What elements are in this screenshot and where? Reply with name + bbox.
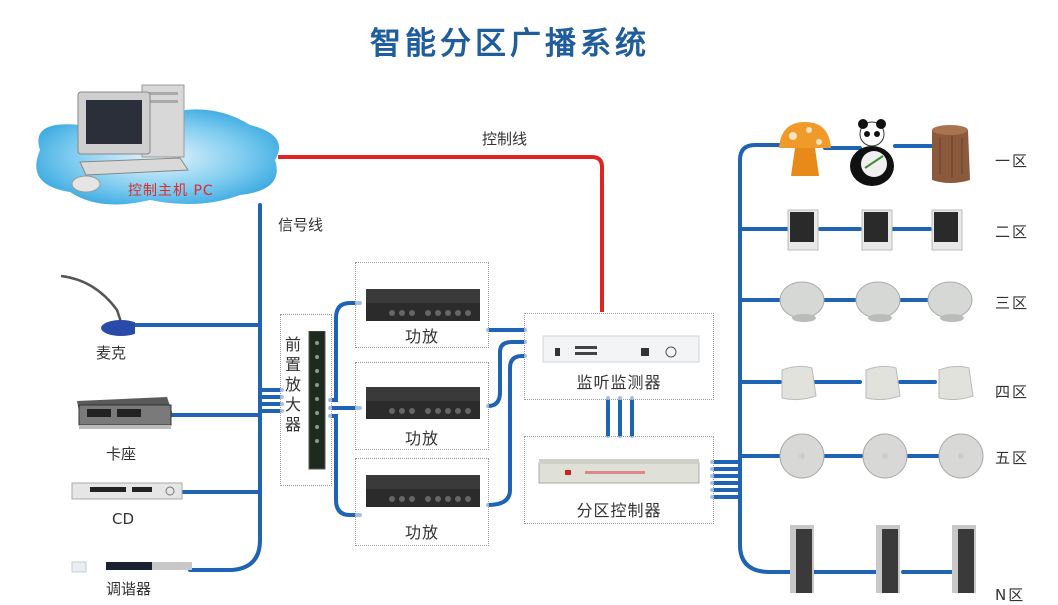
preamp-to-amp1-line (328, 301, 362, 402)
zone-trunk-line (738, 143, 792, 574)
panda-speaker-icon (850, 119, 894, 186)
microphone-icon (60, 274, 135, 336)
amp2-to-monitor-line (486, 340, 527, 408)
amplifier-icon (366, 475, 480, 507)
ceiling-speaker-icon (855, 281, 901, 322)
pc-cloud-group (36, 84, 280, 205)
horn-box-speaker-icon (938, 365, 974, 401)
source-label-mic: 麦克 (96, 344, 127, 362)
signal-line-label: 信号线 (278, 216, 324, 234)
column-speaker-icon (952, 525, 976, 593)
amplifier-label-1: 功放 (404, 327, 439, 346)
zone-label-3: 三区 (995, 294, 1030, 312)
amplifier-label-2: 功放 (404, 429, 439, 448)
zone-label-n: N区 (995, 586, 1026, 604)
pc-label: 控制主机 PC (128, 183, 214, 199)
preamp-box: 前置放大器 (280, 314, 332, 486)
round-ceiling-speaker-icon (938, 433, 984, 479)
monitor-device-icon (542, 335, 700, 363)
computer-icon (71, 84, 189, 193)
zone-controller-label: 分区控制器 (576, 501, 662, 520)
amplifier-box-1: 功放 (355, 262, 489, 348)
amplifier-label-3: 功放 (404, 523, 439, 542)
amplifier-box-2: 功放 (355, 362, 489, 450)
tree-stump-speaker-icon (932, 125, 970, 183)
preamp-device-icon (308, 331, 326, 470)
zone-label-5: 五区 (995, 449, 1030, 467)
amplifier-box-3: 功放 (355, 458, 489, 546)
wall-speaker-icon (787, 209, 819, 251)
column-speaker-icon (876, 525, 900, 593)
zone-label-1: 一区 (995, 152, 1030, 170)
source-label-tuner: 调谐器 (106, 580, 152, 598)
zone-controller-device-icon (538, 459, 700, 484)
monitor-box: 监听监测器 (524, 313, 714, 400)
mushroom-speaker-icon (779, 122, 831, 176)
wall-speaker-icon (931, 209, 963, 251)
signal-trunk-line (188, 203, 262, 572)
ceiling-speaker-icon (927, 281, 973, 322)
preamp-to-amp3-line (328, 414, 362, 517)
horn-box-speaker-icon (781, 365, 817, 401)
amplifier-icon (366, 387, 480, 419)
amp3-to-monitor-line (486, 354, 527, 507)
diagram-title: 智能分区广播系统 (370, 26, 650, 62)
preamp-label: 前置放大器 (284, 335, 301, 434)
source-label-cassette: 卡座 (106, 445, 137, 463)
round-ceiling-speaker-icon (779, 433, 825, 479)
horn-box-speaker-icon (865, 365, 901, 401)
amplifier-icon (366, 289, 480, 321)
control-line-label: 控制线 (482, 130, 528, 148)
tuner-icon (71, 561, 192, 573)
control-line (278, 155, 604, 312)
source-label-cd: CD (112, 510, 135, 528)
zone-label-4: 四区 (995, 383, 1030, 401)
round-ceiling-speaker-icon (862, 433, 908, 479)
zone-label-2: 二区 (995, 223, 1030, 241)
cassette-deck-icon (77, 397, 173, 429)
zone-controller-box: 分区控制器 (524, 436, 714, 524)
column-speaker-icon (790, 525, 814, 593)
monitor-label: 监听监测器 (576, 373, 662, 392)
ceiling-speaker-icon (779, 281, 825, 322)
wall-speaker-icon (861, 209, 893, 251)
cd-player-icon (71, 482, 183, 500)
